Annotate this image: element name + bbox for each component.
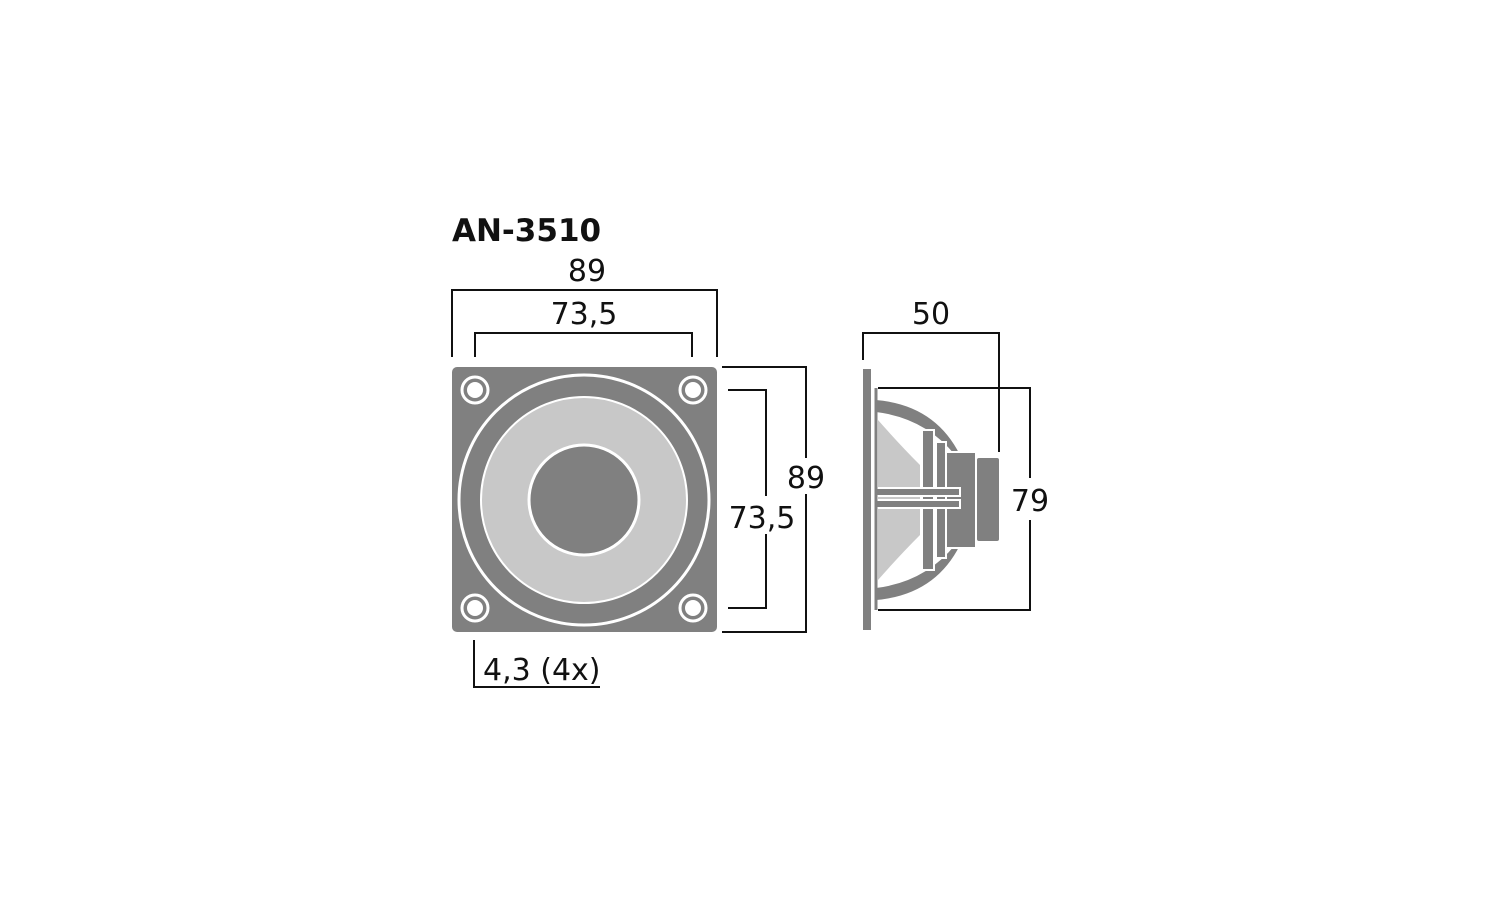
dust-cap: [527, 443, 641, 557]
height-dimension-line: [722, 366, 807, 633]
mounting-holes: [460, 375, 708, 623]
basket-top: [876, 400, 960, 455]
basket-bottom: [876, 545, 960, 600]
side-view: 50 79: [862, 297, 1049, 630]
hole-diameter-label: 4,3 (4x): [483, 653, 601, 688]
basket-diameter-label: 79: [1011, 484, 1049, 519]
mounting-flange: [863, 369, 871, 630]
back-plate: [975, 456, 1001, 543]
hole-diameter-leader: [473, 640, 600, 688]
diameter-dimension-line: [878, 387, 1031, 611]
width-dimension-line: [451, 289, 718, 357]
depth-dimension-line: [862, 332, 1000, 452]
hole-width-label: 73,5: [551, 297, 618, 332]
depth-label: 50: [912, 297, 950, 332]
overall-height-label: 89: [787, 461, 825, 496]
overall-width-label: 89: [568, 254, 606, 289]
surround-ring: [457, 373, 711, 627]
hole-width-dimension-line: [474, 332, 693, 357]
front-view: 89 73,5 89 73,5 4,3 (4x): [451, 254, 825, 688]
model-title: AN-3510: [452, 213, 601, 249]
hole-height-dimension-line: [728, 389, 767, 609]
hole-height-label: 73,5: [729, 501, 796, 536]
